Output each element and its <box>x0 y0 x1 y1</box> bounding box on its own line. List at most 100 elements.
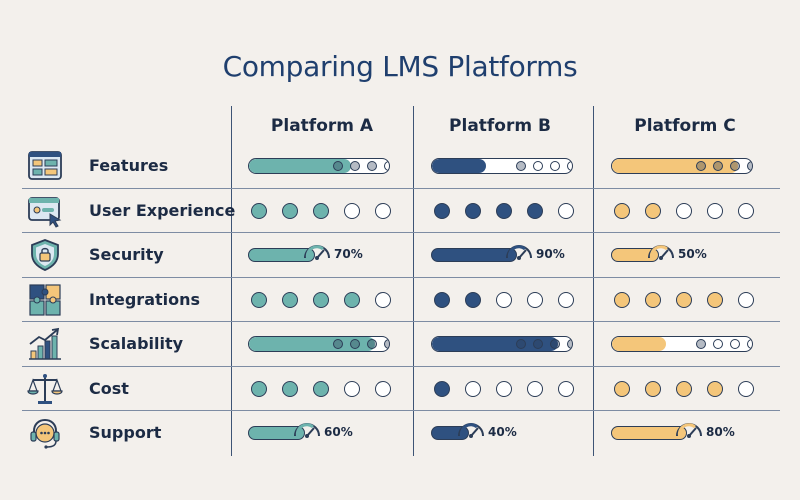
rating-dot <box>527 202 543 219</box>
percent-label: 80% <box>706 425 735 439</box>
rating-track-dot <box>550 161 560 171</box>
rating-dot <box>465 291 481 308</box>
row-scalability: Scalability <box>0 322 800 366</box>
rating-dot <box>527 380 543 397</box>
rating-dot <box>344 291 360 308</box>
rating-dot <box>614 380 630 397</box>
rating-track-dot <box>516 339 526 349</box>
cell-scalability-3 <box>610 322 790 366</box>
rating-dot <box>707 291 723 308</box>
percent-label: 70% <box>334 247 363 261</box>
cell-cost-2 <box>430 367 610 411</box>
rating-track-dot <box>516 161 526 171</box>
cell-security-1: 70% <box>247 233 427 277</box>
header-platform-b: Platform B <box>449 116 551 136</box>
rating-dot <box>251 291 267 308</box>
row-label: Features <box>89 156 169 175</box>
row-label: Integrations <box>89 289 201 309</box>
rating-track <box>248 158 390 174</box>
rating-track-dot <box>533 339 543 349</box>
shield-lock-icon <box>27 238 63 272</box>
row-divider <box>22 410 780 411</box>
rating-dot <box>375 291 391 308</box>
cell-cost-3 <box>610 367 790 411</box>
rating-dot <box>375 380 391 397</box>
rating-track <box>431 336 573 352</box>
rating-dot <box>434 202 450 219</box>
column-divider <box>413 106 414 456</box>
percent-label: 90% <box>536 247 565 261</box>
column-divider <box>593 106 594 456</box>
rating-dot <box>527 291 543 308</box>
cell-integrations-3 <box>610 278 790 322</box>
rating-track-dot <box>567 339 572 349</box>
rating-dot <box>251 202 267 219</box>
row-features: Features <box>0 144 800 188</box>
row-label: Support <box>89 423 162 442</box>
rating-track-dot <box>384 339 389 349</box>
rating-dot <box>282 291 298 308</box>
rating-dot <box>313 291 329 308</box>
cell-cost-1 <box>247 367 427 411</box>
gauge-icon <box>646 239 676 261</box>
cell-support-1: 60% <box>247 411 427 455</box>
rating-track-fill <box>432 337 558 351</box>
row-support: Support 60%40% 80% <box>0 411 800 455</box>
puzzle-icon <box>27 283 63 317</box>
rating-track-dot <box>367 339 377 349</box>
rating-dot <box>434 380 450 397</box>
rating-track-fill <box>432 159 486 173</box>
rating-dot <box>707 202 723 219</box>
rating-dot <box>738 202 754 219</box>
rating-dot <box>738 291 754 308</box>
headset-icon <box>27 416 63 450</box>
rating-dot <box>645 202 661 219</box>
row-divider <box>22 187 780 189</box>
cell-support-3: 80% <box>610 411 790 455</box>
percent-bar <box>611 426 687 440</box>
rating-track-dot <box>367 161 377 171</box>
row-cost: Cost <box>0 367 800 411</box>
rating-track-dot <box>384 161 389 171</box>
gauge-icon <box>504 239 534 261</box>
rating-dot <box>558 291 574 308</box>
rating-track-fill <box>249 159 351 173</box>
header-platform-a: Platform A <box>270 116 374 136</box>
rating-track <box>611 336 753 352</box>
cell-features-2 <box>430 144 610 188</box>
rating-track-dot <box>350 339 360 349</box>
rating-track-dot <box>567 161 572 171</box>
rating-track <box>611 158 753 174</box>
percent-bar <box>248 426 305 440</box>
rating-track-fill <box>249 337 375 351</box>
rating-dot <box>614 291 630 308</box>
rating-dot <box>465 380 481 397</box>
rating-dot <box>707 380 723 397</box>
cell-integrations-2 <box>430 278 610 322</box>
rating-dot <box>645 380 661 397</box>
rating-track-dot <box>333 339 343 349</box>
rating-track-dot <box>730 339 740 349</box>
scales-icon <box>27 372 63 406</box>
gauge-icon <box>674 417 704 439</box>
cell-security-2: 90% <box>430 233 610 277</box>
rating-dot <box>282 202 298 219</box>
percent-bar <box>431 248 517 262</box>
rating-dot <box>313 380 329 397</box>
cell-support-2: 40% <box>430 411 610 455</box>
percent-bar <box>611 248 659 262</box>
row-divider <box>22 321 780 322</box>
row-label: Scalability <box>89 334 184 353</box>
rating-dot <box>313 202 329 219</box>
rating-track-dot <box>333 161 343 171</box>
rating-dot <box>676 380 692 397</box>
rating-dot <box>496 291 512 308</box>
rating-dot <box>496 202 512 219</box>
cell-security-3: 50% <box>610 233 790 277</box>
row-label: User Experience <box>89 200 236 220</box>
rating-dot <box>465 202 481 219</box>
row-integrations: Integrations <box>0 278 800 322</box>
rating-dot <box>645 291 661 308</box>
row-divider <box>22 276 780 278</box>
